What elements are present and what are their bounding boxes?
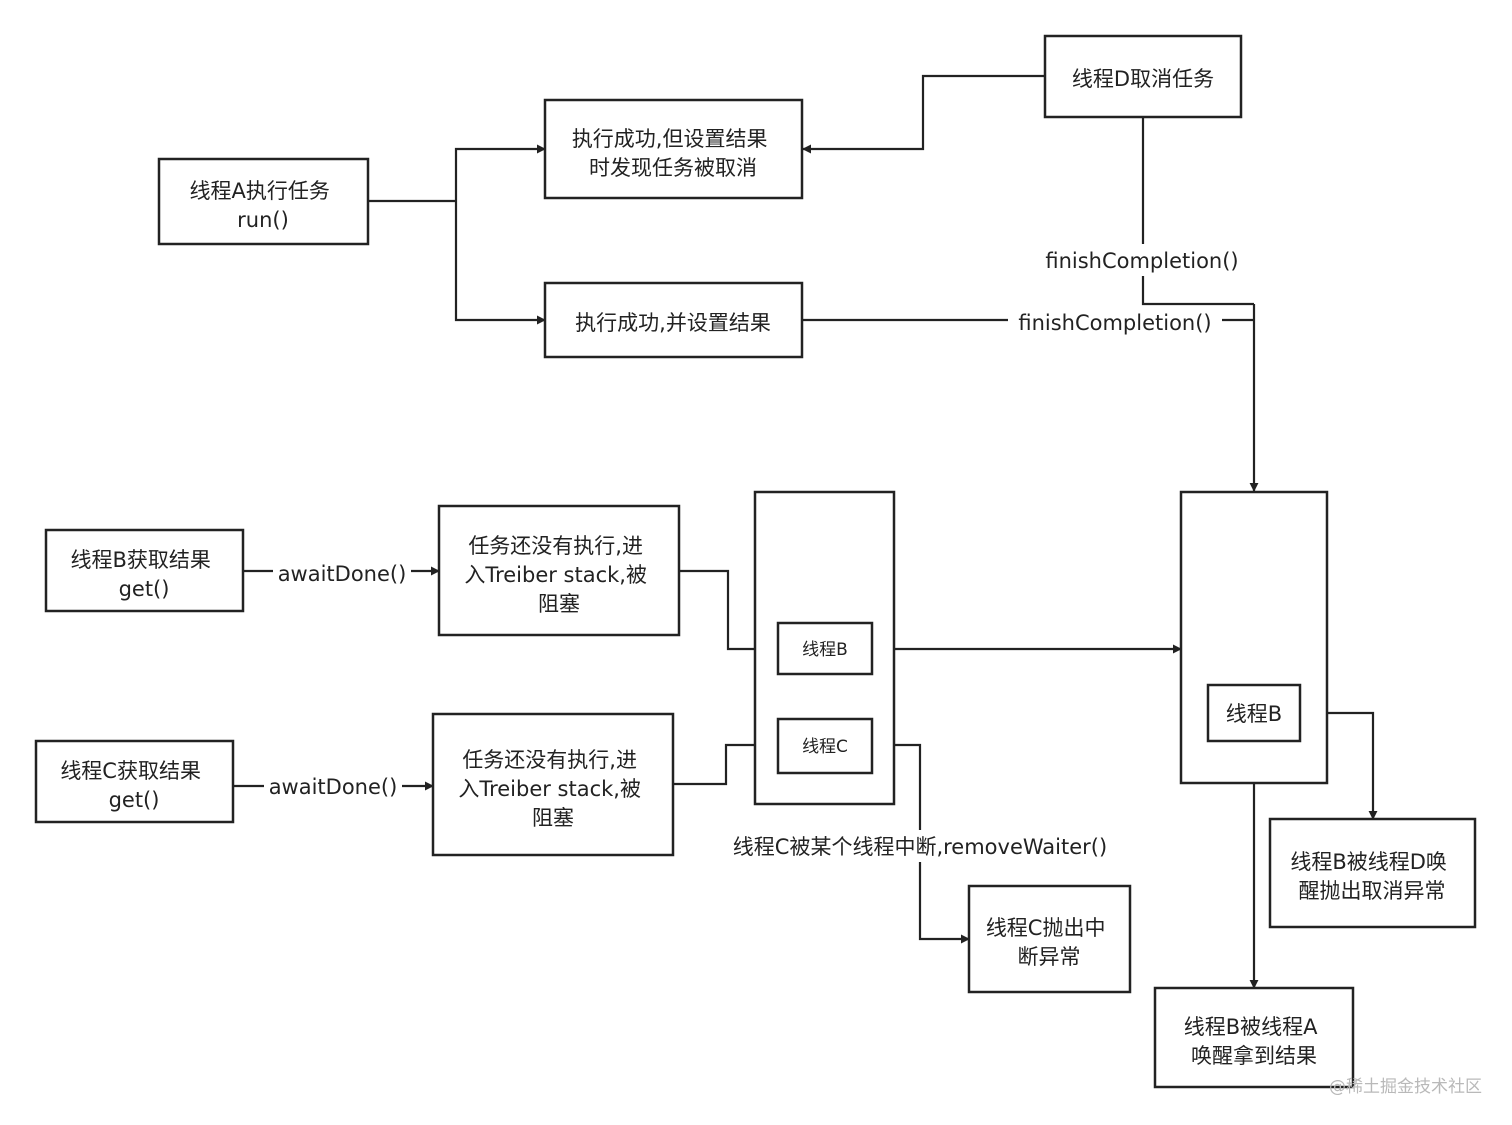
edge-label-finish-completion-d: finishCompletion()	[1045, 249, 1238, 273]
svg-text:线程B被线程D唤 醒抛出取消异常: 线程B被线程D唤 醒抛出取消异常	[1290, 850, 1453, 903]
edge-label-await-done-b: awaitDone()	[278, 562, 407, 586]
svg-text:线程C: 线程C	[802, 737, 848, 757]
svg-text:线程B获取结果 get(): 线程B获取结果 get()	[70, 548, 217, 601]
node-c-enter-stack: 任务还没有执行,进 入Treiber stack,被 阻塞	[431, 712, 675, 857]
edge-b-enter-stack	[679, 569, 779, 654]
svg-text:任务还没有执行,进 入Treiber stack: 任务还没有执行,进 入Treiber stack,被 阻塞	[464, 534, 653, 616]
svg-text:线程C获取结果 get(): 线程C获取结果 get()	[60, 759, 207, 812]
watermark: @稀土掘金技术社区	[1329, 1077, 1482, 1097]
node-thread-b-get: 线程B获取结果 get()	[44, 528, 245, 613]
edge-a-to-success-cancelled	[454, 144, 546, 201]
node-thread-d-cancel: 线程D取消任务	[1043, 34, 1243, 119]
node-b-enter-stack: 任务还没有执行,进 入Treiber stack,被 阻塞	[437, 504, 681, 637]
svg-text:执行成功,但设置结果 时发现任务被取消: 执行成功,但设置结果 时发现任务被取消	[572, 127, 774, 180]
svg-text:线程A执行任务 run(): 线程A执行任务 run()	[189, 179, 336, 232]
svg-text:线程C抛出中 断异常: 线程C抛出中 断异常	[986, 916, 1112, 969]
node-stack-thread-c: 线程C	[776, 717, 874, 775]
edge-c-enter-stack	[673, 740, 779, 786]
node-thread-c-get: 线程C获取结果 get()	[34, 739, 235, 824]
svg-text:线程D取消任务: 线程D取消任务	[1072, 67, 1214, 91]
edge-d-to-success-cancelled	[802, 74, 1045, 154]
node-thread-a-run: 线程A执行任务 run()	[157, 157, 370, 246]
node-b-woken-by-a: 线程B被线程A 唤醒拿到结果	[1153, 986, 1355, 1089]
node-stack-thread-b: 线程B	[776, 621, 874, 676]
edge-a-to-success-set	[454, 201, 546, 325]
node-c-throws-interrupt: 线程C抛出中 断异常	[967, 884, 1132, 994]
edge-d-finish-completion	[1141, 117, 1254, 306]
edge-label-finish-completion-a: finishCompletion()	[1018, 311, 1211, 335]
svg-text:执行成功,并设置结果: 执行成功,并设置结果	[575, 311, 771, 335]
node-b-woken-by-d: 线程B被线程D唤 醒抛出取消异常	[1268, 817, 1477, 929]
node-success-but-cancelled: 执行成功,但设置结果 时发现任务被取消	[543, 98, 804, 200]
svg-text:线程B: 线程B	[802, 640, 848, 660]
svg-text:线程B: 线程B	[1226, 702, 1282, 726]
svg-text:线程B被线程A 唤醒拿到结果: 线程B被线程A 唤醒拿到结果	[1184, 1015, 1324, 1068]
svg-text:任务还没有执行,进 入Treiber stack: 任务还没有执行,进 入Treiber stack,被 阻塞	[458, 748, 647, 830]
edge-label-c-interrupted: 线程C被某个线程中断,removeWaiter()	[733, 835, 1107, 859]
node-success-set-result: 执行成功,并设置结果	[543, 281, 804, 359]
edge-label-await-done-c: awaitDone()	[269, 775, 398, 799]
right-stack-container	[1179, 490, 1329, 785]
node-right-thread-b: 线程B	[1206, 683, 1302, 743]
